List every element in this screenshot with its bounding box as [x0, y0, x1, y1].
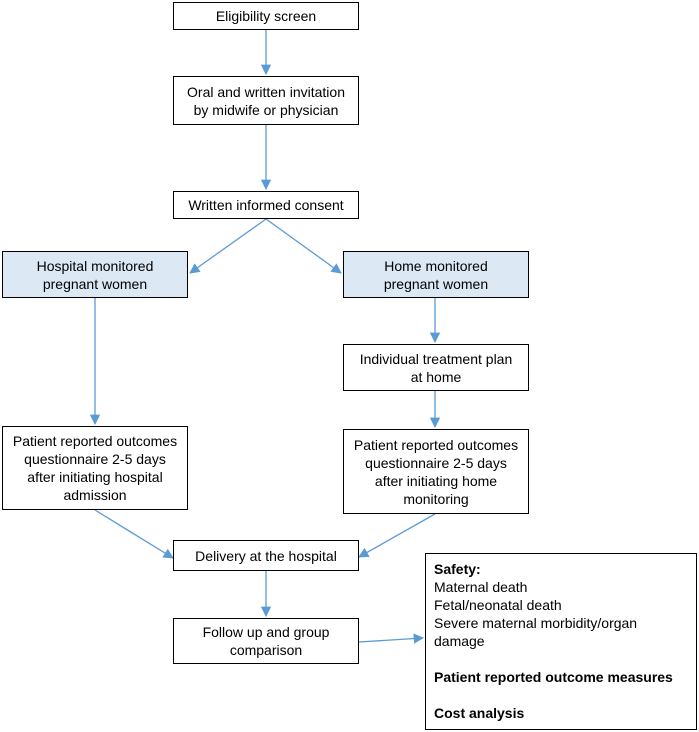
- box-label-line: by midwife or physician: [193, 101, 339, 118]
- safety-item: damage: [434, 633, 485, 649]
- cost-analysis-heading: Cost analysis: [434, 705, 525, 721]
- safety-heading: Safety:: [434, 561, 481, 577]
- box-label-line: after initiating hospital: [27, 469, 163, 485]
- box-label-line: Patient reported outcomes: [12, 433, 178, 449]
- arrow-pro-home-to-delivery: [358, 513, 436, 558]
- pro-hospital-box: Patient reported outcomes questionnaire 2…: [2, 426, 188, 510]
- box-label-line: Written informed consent: [188, 197, 344, 213]
- box-label-line: Oral and written invitation: [187, 83, 345, 100]
- box-label-line: monitoring: [403, 490, 469, 507]
- box-label-line: admission: [63, 487, 127, 503]
- box-label-line: Eligibility screen: [215, 8, 317, 24]
- safety-item: Maternal death: [434, 579, 528, 595]
- box-label-line: after initiating home: [374, 472, 498, 489]
- box-label-line: pregnant women: [383, 275, 489, 292]
- box-label-line: Home monitored: [384, 257, 488, 274]
- follow-up-box: Follow up and group comparison: [173, 618, 359, 664]
- box-label-line: comparison: [229, 642, 303, 658]
- box-label-line: Follow up and group: [202, 624, 330, 640]
- safety-item: Severe maternal morbidity/organ: [434, 615, 638, 631]
- arrow-followup-to-outcomes: [358, 633, 425, 644]
- safety-item: Fetal/neonatal death: [434, 597, 562, 613]
- box-label-line: Delivery at the hospital: [195, 547, 337, 564]
- box-label-line: Hospital monitored: [36, 257, 154, 274]
- box-label-line: questionnaire 2-5 days: [365, 454, 507, 471]
- pro-measures-heading: Patient reported outcome measures: [434, 669, 673, 685]
- informed-consent-box: Written informed consent: [173, 191, 359, 219]
- delivery-box: Delivery at the hospital: [173, 540, 359, 571]
- box-label-line: questionnaire 2-5 days: [24, 451, 166, 467]
- arrow-consent-to-home: [265, 218, 342, 274]
- box-label-line: Individual treatment plan: [359, 350, 513, 367]
- box-label-line: at home: [410, 368, 462, 385]
- box-label-line: pregnant women: [42, 275, 148, 292]
- eligibility-screen-box: Eligibility screen: [173, 2, 359, 30]
- box-label-line: Patient reported outcomes: [353, 436, 519, 453]
- arrow-consent-to-hospital: [189, 218, 267, 274]
- arrow-pro-hospital-to-delivery: [94, 509, 174, 559]
- outcome-measures-box: Safety: Maternal death Fetal/neonatal de…: [425, 553, 697, 730]
